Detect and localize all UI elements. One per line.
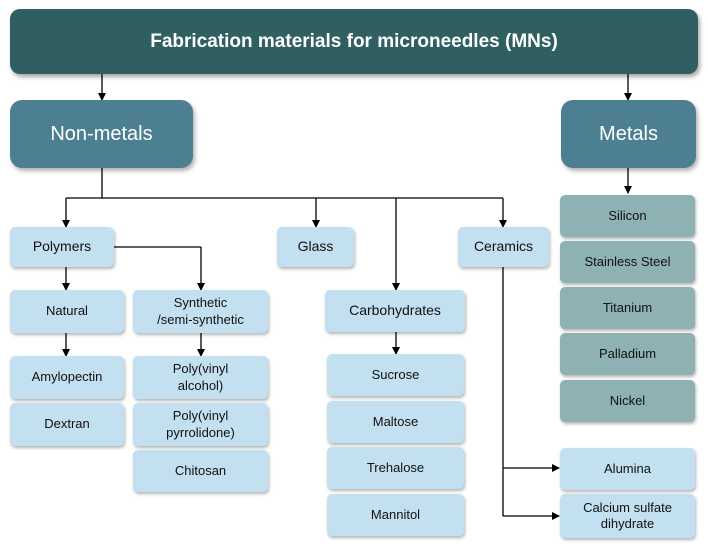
- glass-box: Glass: [277, 227, 354, 267]
- ceramics-box: Ceramics: [458, 227, 549, 267]
- metals-box: Metals: [561, 100, 696, 168]
- non-metals-box: Non-metals: [10, 100, 193, 168]
- carbohydrates-box: Carbohydrates: [325, 290, 465, 332]
- maltose-box: Maltose: [327, 401, 464, 443]
- poly-vinyl-alcohol-box: Poly(vinyl alcohol): [133, 356, 268, 399]
- amylopectin-box: Amylopectin: [10, 356, 124, 399]
- chitosan-box: Chitosan: [133, 450, 268, 492]
- synthetic-box: Synthetic /semi-synthetic: [133, 290, 268, 333]
- silicon-box: Silicon: [560, 195, 695, 237]
- mannitol-box: Mannitol: [327, 494, 464, 536]
- diagram-title: Fabrication materials for microneedles (…: [10, 9, 698, 74]
- dextran-box: Dextran: [10, 403, 124, 446]
- stainless-steel-box: Stainless Steel: [560, 241, 695, 283]
- titanium-box: Titanium: [560, 287, 695, 329]
- palladium-box: Palladium: [560, 333, 695, 375]
- alumina-box: Alumina: [560, 448, 695, 490]
- poly-vinyl-pyrrolidone-box: Poly(vinyl pyrrolidone): [133, 403, 268, 446]
- sucrose-box: Sucrose: [327, 354, 464, 396]
- trehalose-box: Trehalose: [327, 447, 464, 489]
- polymers-box: Polymers: [10, 227, 114, 267]
- calcium-sulfate-dihydrate-box: Calcium sulfate dihydrate: [560, 494, 695, 538]
- natural-box: Natural: [10, 290, 124, 333]
- nickel-box: Nickel: [560, 380, 695, 422]
